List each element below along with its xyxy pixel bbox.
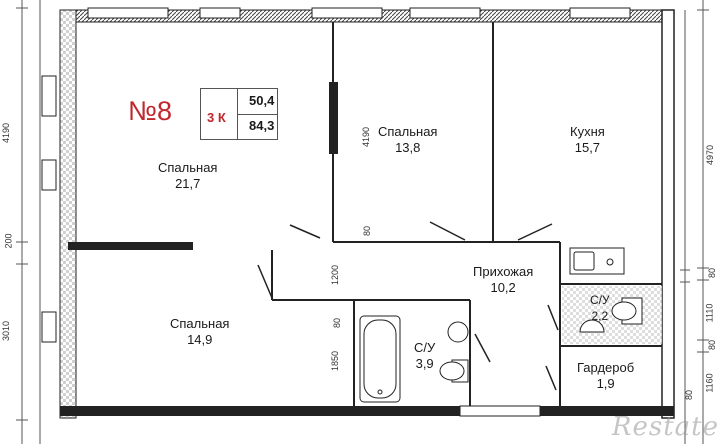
room-bathroom-2: С/У 2,2 — [590, 292, 610, 324]
doors — [257, 221, 559, 391]
room-area: 10,2 — [490, 280, 516, 295]
kitchen-sink — [569, 247, 625, 275]
sanitary — [439, 297, 643, 383]
dim-right-3: 1110 — [704, 303, 715, 323]
dim-inner-2: 80 — [362, 225, 373, 237]
room-area: 1,9 — [596, 376, 615, 391]
room-name: Гардероб — [577, 360, 635, 375]
dim-left-3: 3010 — [1, 320, 12, 342]
interior-walls — [271, 22, 662, 406]
room-area: 3,9 — [415, 356, 434, 371]
partition-left — [68, 242, 193, 250]
room-name: Прихожая — [473, 264, 534, 279]
room-area: 21,7 — [175, 176, 201, 191]
dim-right-2: 80 — [707, 267, 718, 279]
dim-inner-4: 80 — [332, 317, 343, 329]
room-kitchen: Кухня 15,7 — [570, 124, 605, 156]
dim-inner-3: 1200 — [330, 264, 341, 286]
dim-inner-6: 80 — [684, 389, 695, 401]
room-area: 2,2 — [591, 309, 609, 323]
room-name: С/У — [414, 340, 436, 355]
apartment-badge: №8 3 К 50,4 84,3 — [128, 88, 280, 140]
room-area: 13,8 — [395, 140, 421, 155]
room-bedroom-2: Спальная 13,8 — [378, 124, 437, 156]
dim-right-1: 4970 — [705, 144, 716, 166]
right-column-ticks — [680, 269, 690, 283]
dim-right-4: 80 — [707, 339, 718, 351]
room-count: 3 К — [207, 110, 226, 125]
dim-right-5: 1160 — [704, 373, 715, 393]
bathroom-2-tile — [562, 286, 662, 344]
room-bathroom-1: С/У 3,9 — [414, 340, 435, 372]
apartment-number: №8 — [128, 96, 172, 126]
room-name: Спальная — [158, 160, 218, 175]
room-name: Кухня — [570, 124, 605, 139]
partition-thick — [329, 82, 338, 154]
dim-left-1: 4190 — [1, 122, 12, 144]
left-windows — [41, 75, 57, 343]
room-name: Спальная — [378, 124, 438, 139]
room-bedroom-1: Спальная 21,7 — [158, 160, 217, 192]
outer-walls — [59, 9, 675, 419]
room-hallway: Прихожая 10,2 — [473, 264, 533, 296]
room-bedroom-3: Спальная 14,9 — [170, 316, 229, 348]
living-area: 50,4 — [249, 93, 275, 108]
room-wardrobe: Гардероб 1,9 — [577, 360, 634, 392]
bathtub — [359, 315, 401, 403]
area-box — [200, 88, 278, 140]
room-area: 14,9 — [187, 332, 213, 347]
top-windows — [87, 7, 631, 19]
room-name: С/У — [590, 293, 610, 307]
dim-left-2: 200 — [3, 233, 14, 249]
dim-inner-5: 1850 — [330, 350, 341, 372]
watermark-logo: Restate — [611, 412, 719, 442]
left-dimension-lines — [16, 0, 41, 444]
room-area: 15,7 — [574, 140, 601, 155]
dim-inner-1: 4190 — [361, 126, 372, 148]
right-dimension-lines — [684, 0, 709, 444]
room-name: Спальная — [170, 316, 230, 331]
total-area: 84,3 — [249, 118, 275, 133]
